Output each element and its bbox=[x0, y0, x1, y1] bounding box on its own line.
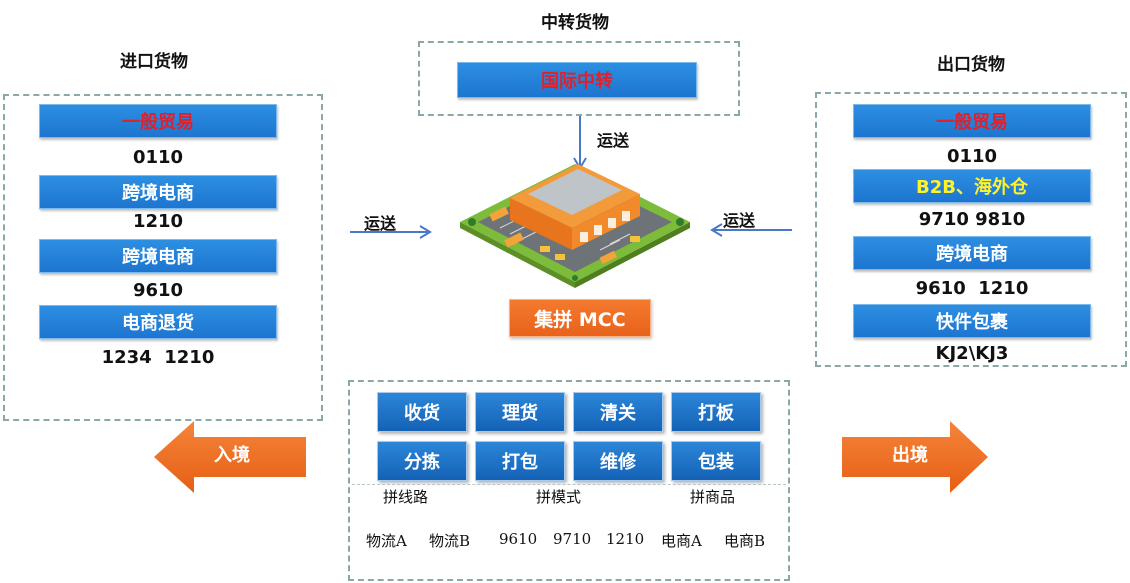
import-bar-general-trade: 一般贸易 bbox=[39, 104, 277, 138]
service-tile-packing: 打包 bbox=[475, 441, 565, 481]
warehouse-illustration bbox=[460, 164, 690, 288]
mcc-badge: 集拼 MCC bbox=[509, 299, 651, 337]
item-code-1210: 1210 bbox=[606, 530, 645, 548]
export-bar-b2b: B2B、海外仓 bbox=[853, 169, 1091, 203]
outbound-arrow bbox=[842, 421, 988, 493]
left-flow-arrow bbox=[350, 225, 432, 239]
transit-arrow-label: 运送 bbox=[597, 131, 630, 150]
mode-route: 拼线路 bbox=[383, 488, 429, 506]
mode-goods: 拼商品 bbox=[690, 488, 736, 506]
export-code-express: KJ2\KJ3 bbox=[935, 343, 1009, 364]
item-ecommerce-b: 电商B bbox=[724, 532, 766, 550]
item-code-9610: 9610 bbox=[499, 530, 538, 548]
service-tile-packaging: 包装 bbox=[671, 441, 761, 481]
import-bar-cross-border-1: 跨境电商 bbox=[39, 175, 277, 209]
import-panel bbox=[3, 94, 323, 421]
export-bar-general-trade: 一般贸易 bbox=[853, 104, 1091, 138]
transit-title: 中转货物 bbox=[541, 13, 609, 33]
import-code-general-trade: 0110 bbox=[132, 147, 184, 168]
export-code-cross-border: 9610 1210 bbox=[915, 278, 1029, 299]
export-bar-express: 快件包裹 bbox=[853, 304, 1091, 338]
item-logistics-a: 物流A bbox=[366, 532, 407, 550]
outbound-arrow-label: 出境 bbox=[892, 445, 928, 466]
inbound-arrow-label: 入境 bbox=[214, 445, 250, 466]
transit-bar-international: 国际中转 bbox=[457, 62, 697, 98]
export-bar-cross-border: 跨境电商 bbox=[853, 236, 1091, 270]
export-title: 出口货物 bbox=[937, 55, 1005, 75]
service-tile-tally: 理货 bbox=[475, 392, 565, 432]
transit-panel bbox=[418, 41, 740, 116]
export-code-general-trade: 0110 bbox=[946, 146, 998, 167]
import-bar-ecommerce-return: 电商退货 bbox=[39, 305, 277, 339]
services-panel bbox=[348, 380, 790, 581]
import-title: 进口货物 bbox=[120, 52, 188, 72]
right-flow-label: 运送 bbox=[723, 211, 756, 230]
export-panel bbox=[815, 92, 1127, 367]
import-code-cross-border-2: 9610 bbox=[132, 280, 184, 301]
item-ecommerce-a: 电商A bbox=[661, 532, 702, 550]
item-code-9710: 9710 bbox=[553, 530, 592, 548]
service-tile-receiving: 收货 bbox=[377, 392, 467, 432]
right-flow-arrow bbox=[710, 223, 792, 237]
service-tile-palletizing: 打板 bbox=[671, 392, 761, 432]
left-flow-label: 运送 bbox=[364, 214, 397, 233]
item-logistics-b: 物流B bbox=[429, 532, 471, 550]
service-tile-repair: 维修 bbox=[573, 441, 663, 481]
service-tile-clearance: 清关 bbox=[573, 392, 663, 432]
mode-model: 拼模式 bbox=[536, 488, 582, 506]
service-tile-sorting: 分拣 bbox=[377, 441, 467, 481]
import-bar-cross-border-2: 跨境电商 bbox=[39, 239, 277, 273]
export-code-b2b: 9710 9810 bbox=[918, 209, 1026, 230]
import-code-cross-border-1: 1210 bbox=[132, 211, 184, 232]
services-divider bbox=[352, 484, 786, 485]
inbound-arrow bbox=[154, 421, 306, 493]
import-code-ecommerce-return: 1234 1210 bbox=[101, 347, 215, 368]
